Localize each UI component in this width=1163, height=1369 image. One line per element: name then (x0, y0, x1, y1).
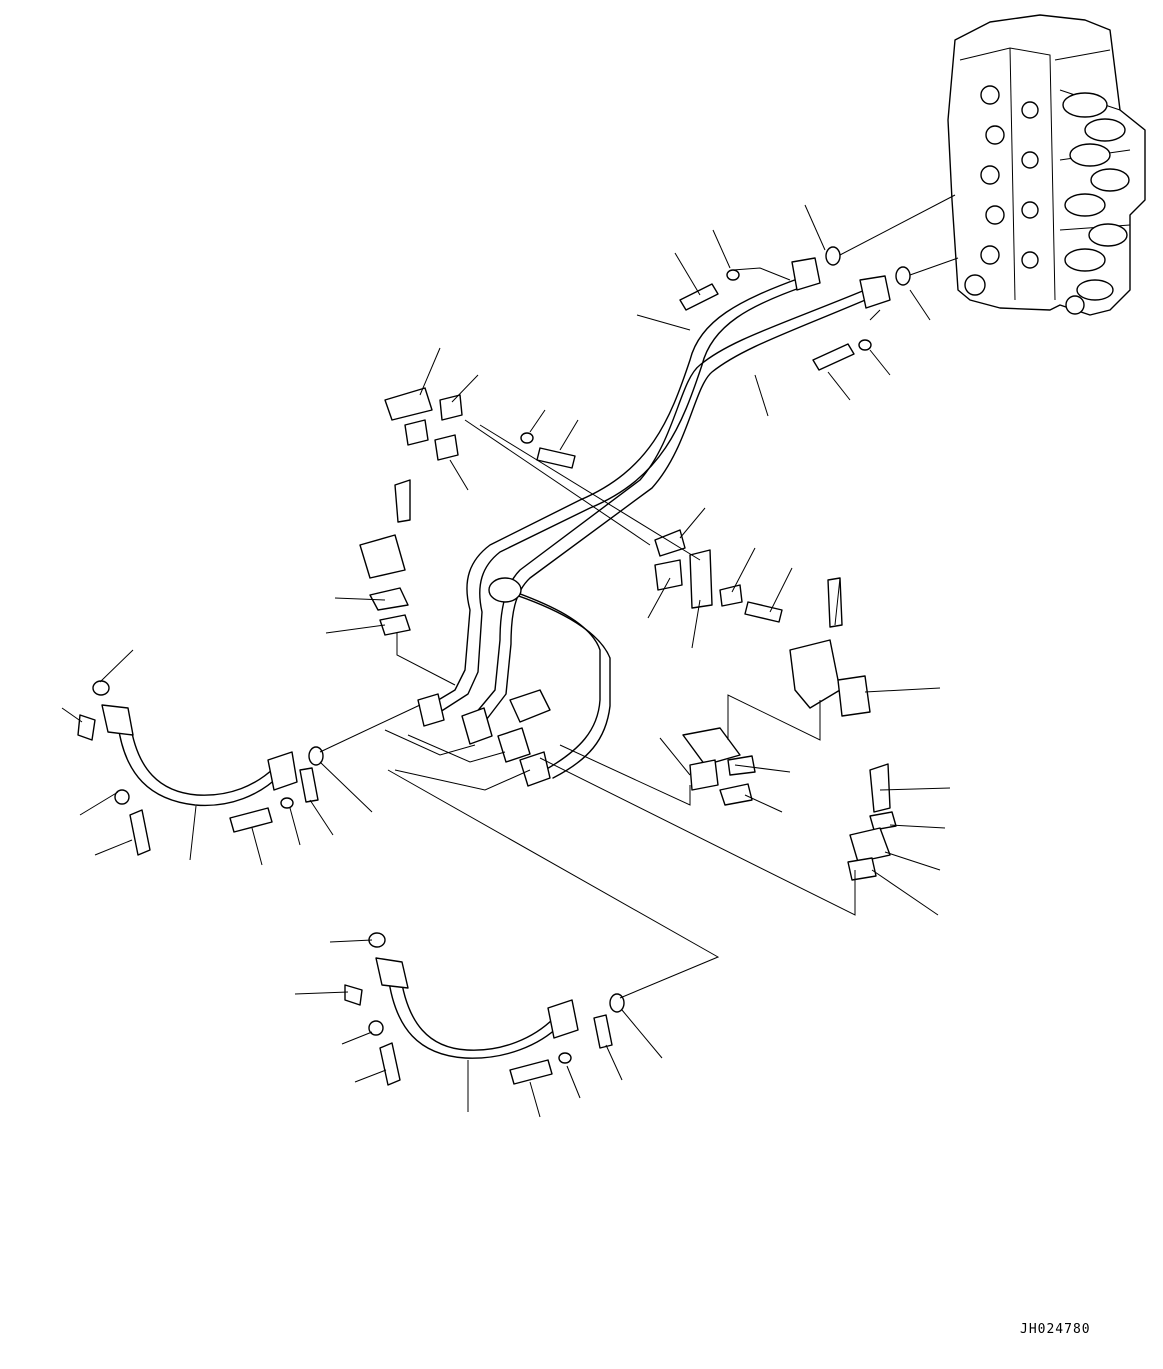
valve-spools (964, 85, 1130, 315)
flange-upper-2 (859, 275, 891, 309)
flange-lower-2 (461, 707, 493, 745)
flange-lower-1 (417, 693, 445, 727)
tube-assembly (417, 257, 891, 787)
drawing-code: JH024780 (1020, 1322, 1091, 1337)
flange-upper-1 (791, 257, 821, 291)
flange-lower-4 (519, 751, 551, 787)
hose-assembly-1 (77, 680, 324, 856)
flange-lower-3 (497, 727, 531, 763)
hose-assembly-2 (344, 932, 625, 1086)
control-valve-assembly (947, 14, 1146, 316)
clamps-and-brackets (359, 387, 897, 881)
upper-fasteners (520, 246, 911, 469)
leader-lines (61, 194, 959, 1118)
